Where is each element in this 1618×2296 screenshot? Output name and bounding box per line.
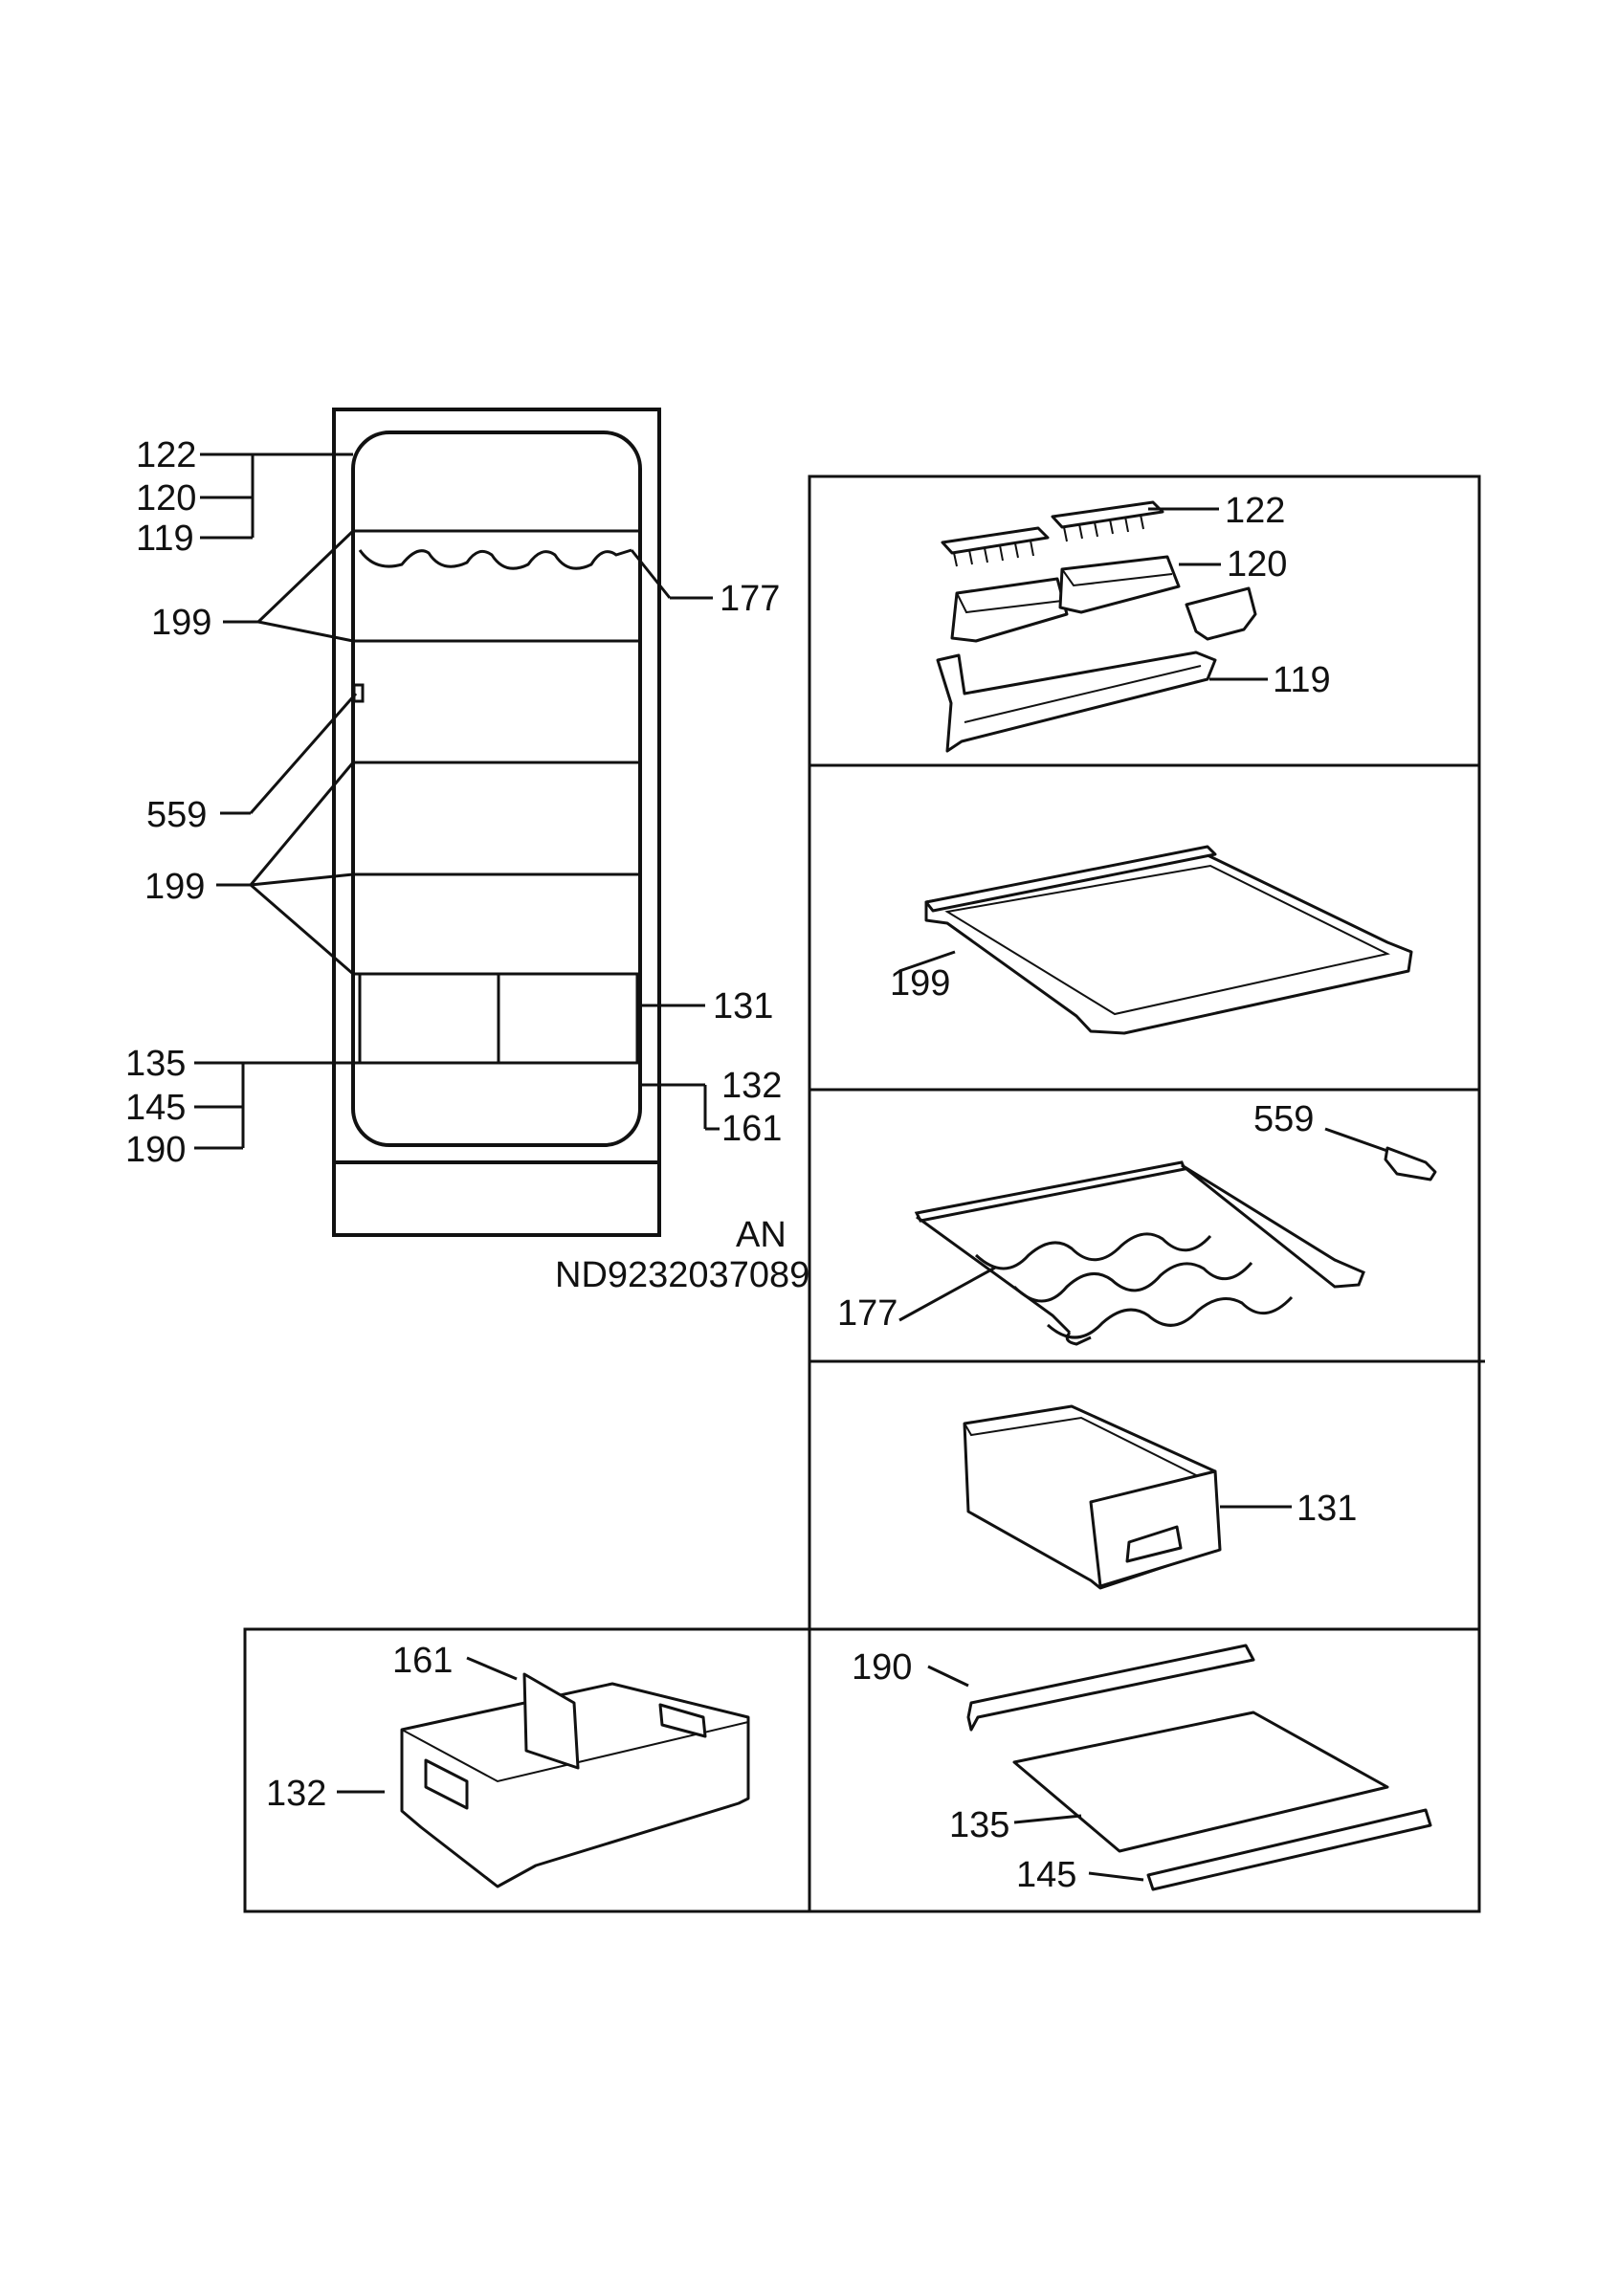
label-199-upper: 199 <box>151 603 211 643</box>
panel-label-132: 132 <box>266 1774 326 1814</box>
label-190: 190 <box>125 1130 186 1170</box>
panel-crisper: 131 <box>963 1404 1357 1590</box>
bin-insert-122a <box>941 526 1050 567</box>
panel-drawer: 161 132 <box>266 1641 750 1888</box>
label-177: 177 <box>720 579 780 619</box>
panel-label-120: 120 <box>1227 544 1287 585</box>
bin-insert-122b <box>1051 500 1164 542</box>
bin-119 <box>936 586 1257 753</box>
label-119: 119 <box>136 519 194 559</box>
overview-leader-lines <box>194 453 720 1150</box>
panel-cover-plate: 190 135 145 <box>852 1644 1432 1895</box>
panel-label-199: 199 <box>890 963 950 1004</box>
panel-glass-shelf: 199 <box>890 845 1413 1035</box>
code-an: AN <box>736 1215 787 1255</box>
panel-label-177: 177 <box>837 1293 898 1334</box>
panel-frames <box>243 475 1485 1913</box>
label-135: 135 <box>125 1044 186 1084</box>
panel-door-bins: 122 120 119 <box>936 491 1331 753</box>
panel-label-559: 559 <box>1253 1099 1314 1139</box>
panel-label-145: 145 <box>1016 1855 1076 1895</box>
overview-labels: 122 120 119 199 559 199 135 145 190 177 … <box>125 435 809 1295</box>
label-199-lower: 199 <box>144 867 205 907</box>
label-161: 161 <box>721 1109 782 1149</box>
label-559: 559 <box>146 795 207 835</box>
label-120: 120 <box>136 478 196 519</box>
panel-label-135: 135 <box>949 1805 1009 1845</box>
code-number: ND9232037089 <box>555 1255 809 1295</box>
label-145: 145 <box>125 1088 186 1128</box>
label-132: 132 <box>721 1066 782 1106</box>
bin-120 <box>950 555 1181 643</box>
panel-wine-rack: 559 177 <box>837 1099 1437 1346</box>
label-131: 131 <box>713 986 773 1027</box>
label-122: 122 <box>136 435 196 475</box>
panel-label-190: 190 <box>852 1647 912 1688</box>
panel-label-122: 122 <box>1225 491 1285 531</box>
overview-cabinet <box>332 408 661 1237</box>
panel-label-119: 119 <box>1273 660 1331 700</box>
panel-label-131: 131 <box>1297 1489 1357 1529</box>
panel-label-161: 161 <box>392 1641 453 1681</box>
